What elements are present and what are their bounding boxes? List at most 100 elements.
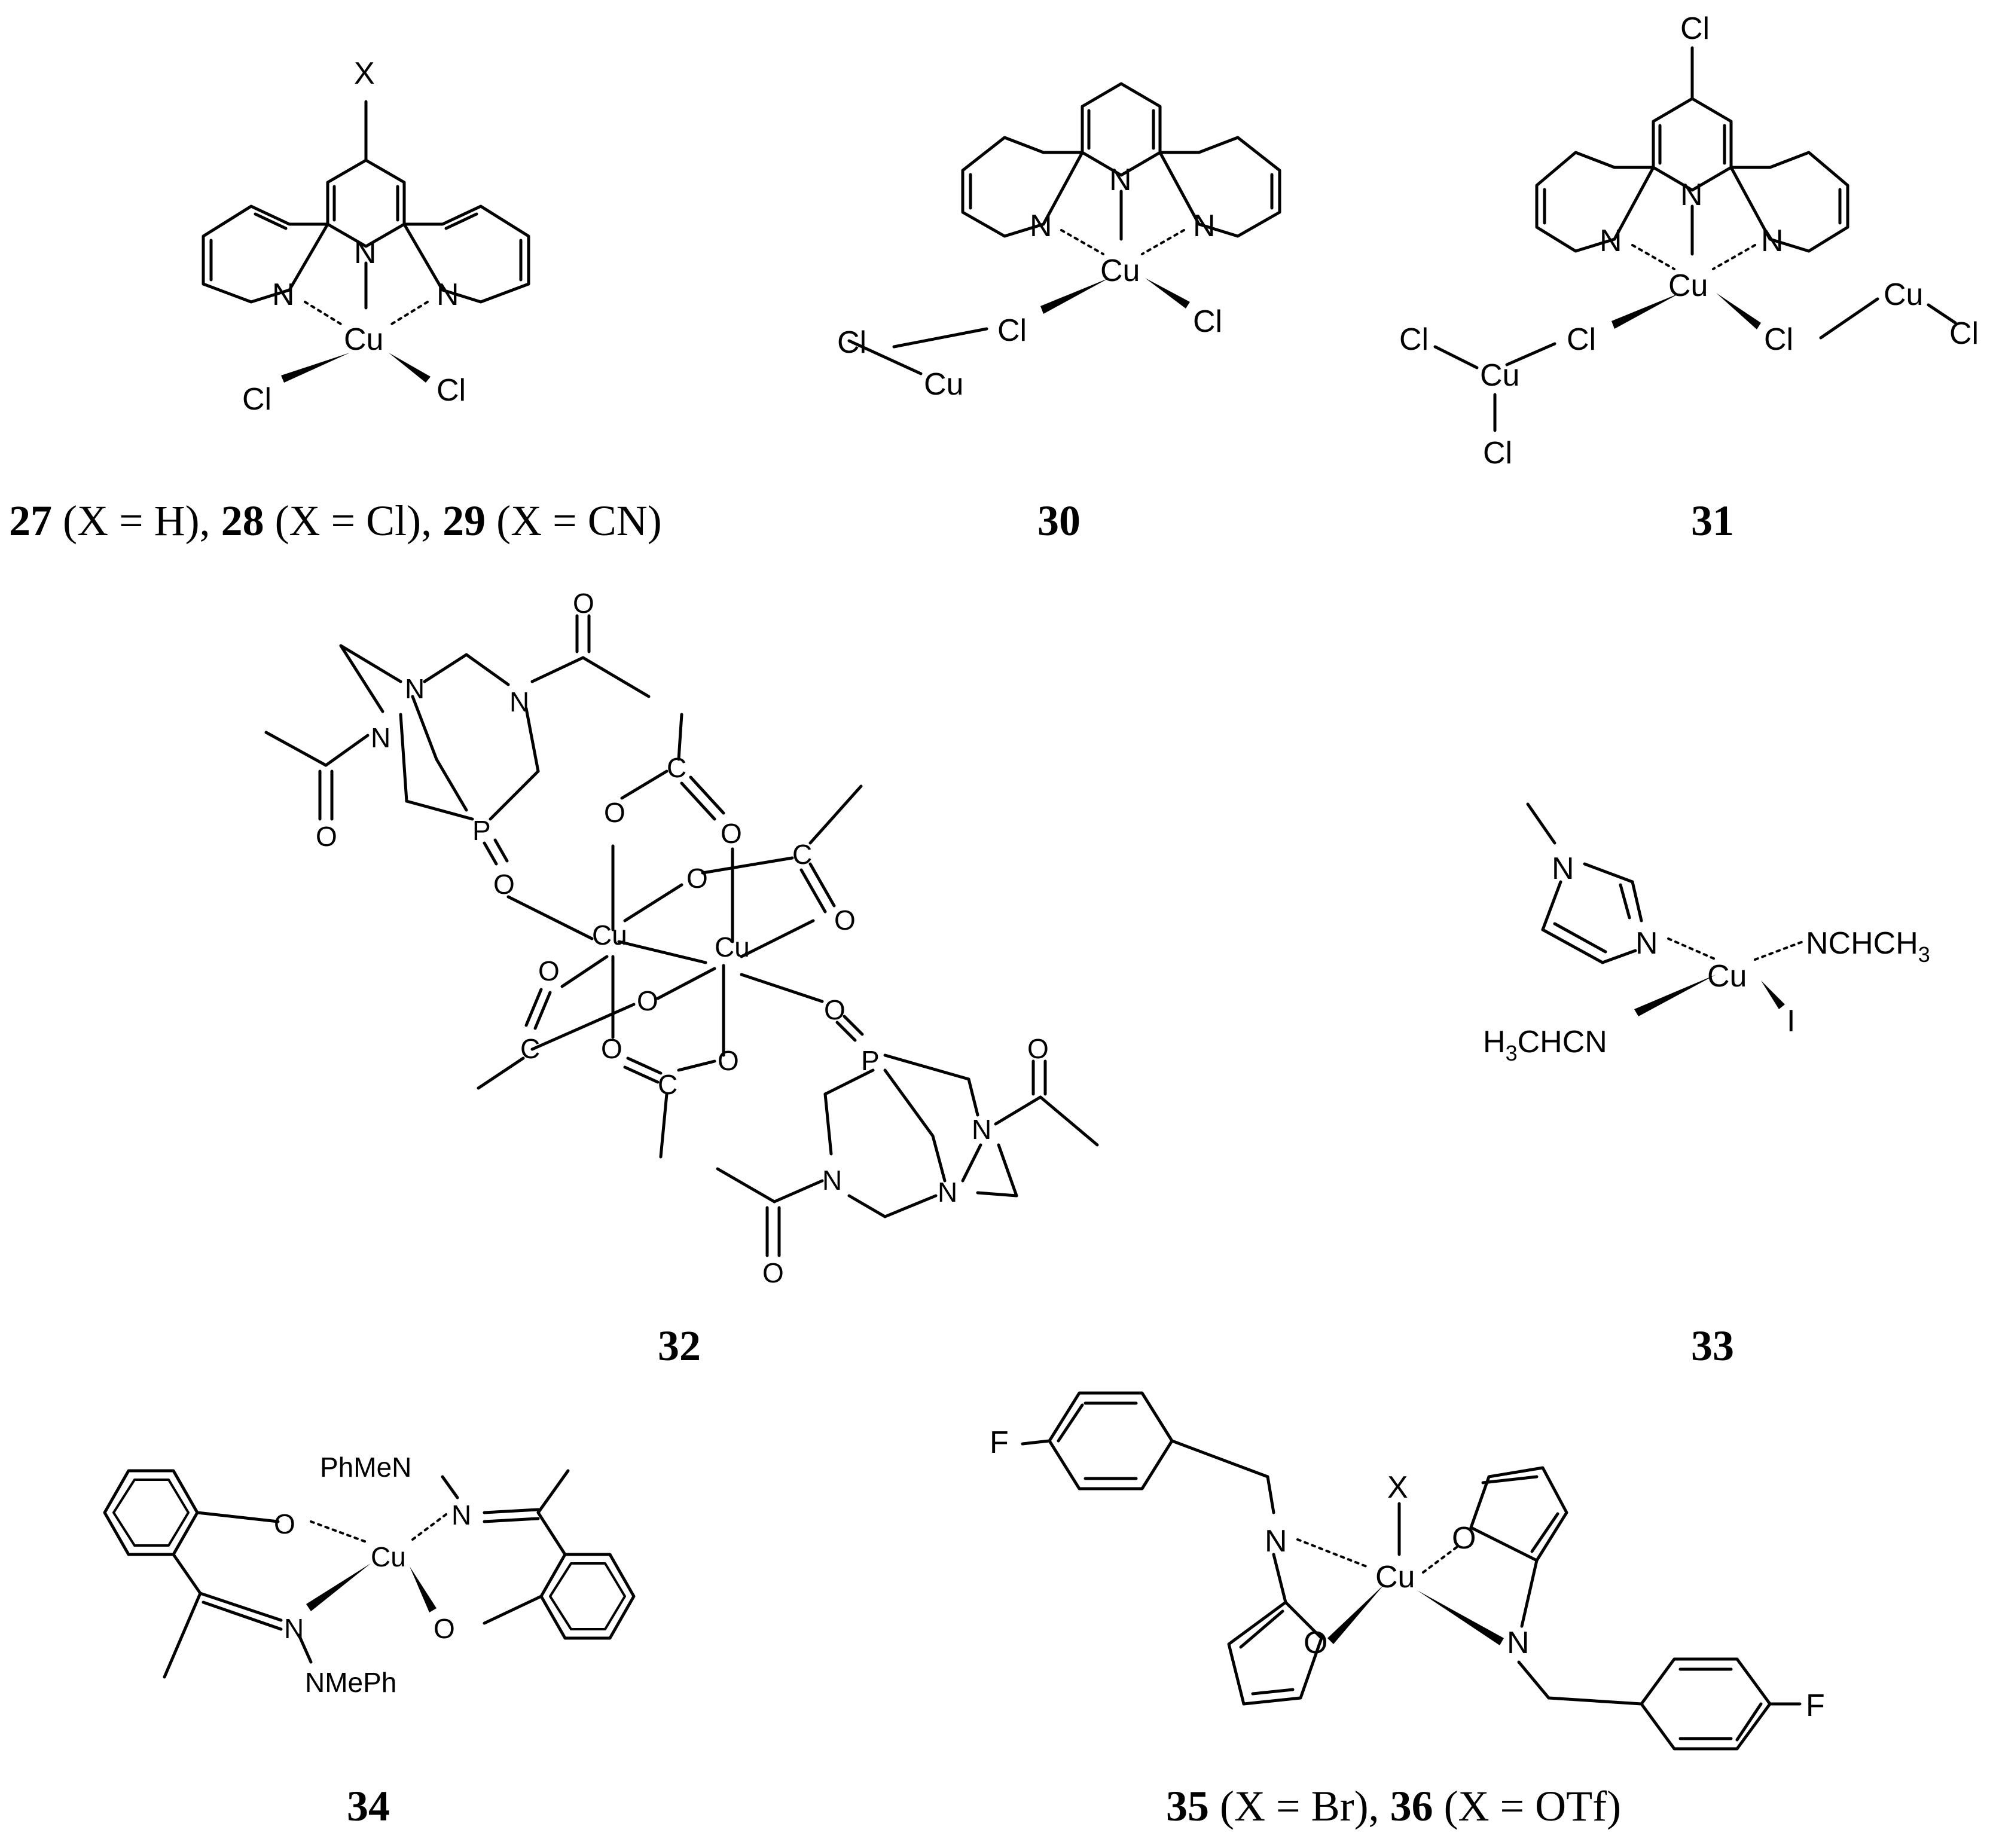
atom-o: O bbox=[434, 1613, 455, 1644]
atom-o: O bbox=[686, 863, 708, 894]
atom-n: N bbox=[371, 722, 390, 753]
compound-number: 33 bbox=[1691, 1322, 1734, 1370]
compound-33: N N Cu NCHCH3 I H3CHCN bbox=[1483, 802, 1930, 1065]
atom-cl: Cl bbox=[437, 373, 466, 408]
atom-o: O bbox=[762, 1257, 784, 1288]
atom-n: N bbox=[509, 686, 529, 717]
compound-number: 32 bbox=[658, 1322, 701, 1370]
atom-cu: Cu bbox=[924, 367, 963, 402]
atom-n: N bbox=[284, 1613, 304, 1644]
atom-o: O bbox=[721, 818, 742, 849]
atom-cl: Cl bbox=[1949, 316, 1979, 351]
atom-n: N bbox=[405, 673, 425, 704]
atom-c: C bbox=[667, 752, 686, 783]
compound-number: 31 bbox=[1691, 497, 1734, 545]
compound-34: PhMeN O Cu N N O NMePh bbox=[103, 1452, 636, 1698]
caption-text: (X = H), bbox=[52, 497, 221, 545]
atom-c: C bbox=[520, 1033, 540, 1064]
ligand-h3chcn: H3CHCN bbox=[1483, 1025, 1607, 1065]
caption-text: (X = CN) bbox=[486, 497, 662, 545]
atom-n: N bbox=[1507, 1626, 1530, 1660]
caption-32: 32 bbox=[658, 1322, 701, 1370]
atom-cl: Cl bbox=[1567, 322, 1596, 357]
atom-cu: Cu bbox=[1480, 358, 1519, 393]
atom-n: N bbox=[822, 1165, 842, 1196]
compound-number: 28 bbox=[221, 497, 264, 545]
atom-cu: Cu bbox=[715, 931, 750, 963]
atom-n: N bbox=[354, 236, 377, 270]
atom-n: N bbox=[938, 1177, 957, 1208]
caption-34: 34 bbox=[347, 1782, 390, 1830]
atom-cu: Cu bbox=[1884, 277, 1923, 312]
atom-o: O bbox=[1304, 1626, 1327, 1660]
caption-35-36: 35 (X = Br), 36 (X = OTf) bbox=[1166, 1782, 1621, 1830]
caption-31: 31 bbox=[1691, 497, 1734, 545]
compound-number: 35 bbox=[1166, 1782, 1209, 1830]
atom-n: N bbox=[272, 277, 295, 312]
substituent-x: X bbox=[354, 56, 375, 91]
atom-f: F bbox=[1806, 1688, 1825, 1723]
compound-31: Cl N N N Cu Cl Cl Cu Cl Cl Cu Cl bbox=[1399, 11, 1979, 471]
compound-number: 34 bbox=[347, 1782, 390, 1830]
atom-cu: Cu bbox=[592, 920, 627, 951]
atom-n: N bbox=[1635, 926, 1658, 961]
compound-number: 36 bbox=[1390, 1782, 1433, 1830]
compound-number: 29 bbox=[442, 497, 486, 545]
atom-o: O bbox=[1027, 1033, 1049, 1064]
atom-n: N bbox=[1265, 1524, 1287, 1559]
atom-o: O bbox=[718, 1045, 739, 1076]
atom-o: O bbox=[274, 1508, 295, 1540]
atom-n: N bbox=[1552, 851, 1574, 886]
atom-cl: Cl bbox=[1193, 304, 1222, 339]
substituent-x: X bbox=[1387, 1470, 1408, 1505]
caption-text: (X = Cl), bbox=[264, 497, 443, 545]
atom-cu: Cu bbox=[371, 1541, 406, 1572]
atom-n: N bbox=[1030, 209, 1052, 243]
atom-n: N bbox=[972, 1114, 991, 1145]
atom-o: O bbox=[601, 1033, 622, 1064]
atom-n: N bbox=[1193, 209, 1216, 243]
compound-30: N N N Cu Cl Cl Cl Cu bbox=[837, 82, 1281, 402]
atom-o: O bbox=[573, 588, 594, 619]
atom-cl: Cl bbox=[997, 313, 1027, 348]
caption-33: 33 bbox=[1691, 1322, 1734, 1370]
atom-o: O bbox=[834, 905, 856, 936]
caption-30: 30 bbox=[1037, 497, 1081, 545]
atom-o: O bbox=[538, 955, 560, 986]
caption-27-29: 27 (X = H), 28 (X = Cl), 29 (X = CN) bbox=[9, 497, 662, 545]
compound-32: N N O N O P O Cu Cu O C O O C O O C O O … bbox=[264, 588, 1099, 1288]
atom-cu: Cu bbox=[1375, 1560, 1415, 1595]
atom-i: I bbox=[1787, 1004, 1795, 1038]
atom-n: N bbox=[1600, 224, 1622, 258]
atom-f: F bbox=[990, 1425, 1009, 1460]
label-nmeph: NMePh bbox=[305, 1667, 396, 1698]
atom-p: P bbox=[861, 1045, 880, 1076]
atom-p: P bbox=[472, 815, 491, 846]
atom-o: O bbox=[824, 994, 846, 1025]
atom-cl: Cl bbox=[1399, 322, 1429, 357]
atom-o: O bbox=[316, 821, 337, 852]
atom-n: N bbox=[1761, 224, 1784, 258]
atom-o: O bbox=[1452, 1521, 1476, 1556]
atom-n: N bbox=[451, 1499, 471, 1531]
atom-n: N bbox=[437, 277, 459, 312]
compound-number: 27 bbox=[9, 497, 52, 545]
atom-cu: Cu bbox=[1707, 959, 1747, 994]
atom-n: N bbox=[1680, 178, 1703, 212]
atom-n: N bbox=[1109, 163, 1132, 197]
ligand-nchch3: NCHCH3 bbox=[1806, 926, 1930, 967]
atom-cl: Cl bbox=[1483, 436, 1512, 471]
caption-text: (X = OTf) bbox=[1433, 1782, 1622, 1830]
atom-cu: Cu bbox=[344, 322, 383, 357]
atom-cu: Cu bbox=[1100, 253, 1140, 288]
atom-o: O bbox=[637, 985, 658, 1016]
compound-35-36: F N X Cu O O N F bbox=[990, 1391, 1825, 1751]
compound-number: 30 bbox=[1037, 497, 1081, 545]
atom-cl: Cl bbox=[837, 325, 866, 360]
atom-c: C bbox=[658, 1069, 677, 1100]
atom-c: C bbox=[792, 839, 812, 870]
atom-cl: Cl bbox=[1680, 11, 1710, 46]
atom-cl: Cl bbox=[1764, 322, 1793, 357]
label-phmen: PhMeN bbox=[320, 1452, 411, 1483]
